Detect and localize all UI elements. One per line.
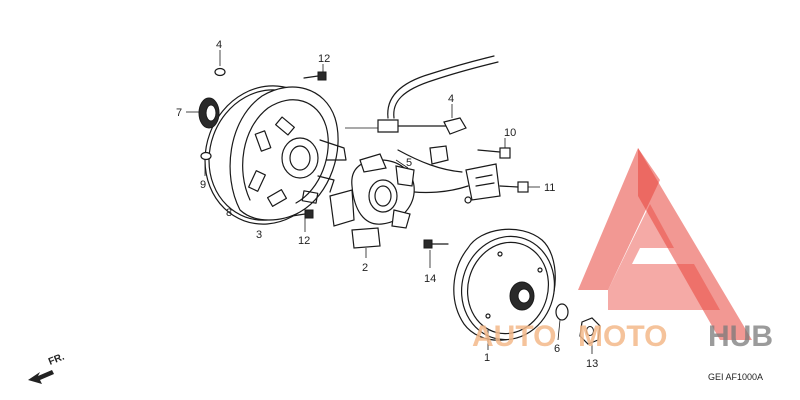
callout-labels: 4 12 7 4 10 5 9 11 8 3 12 2 14 6 1 13 [176, 39, 598, 370]
callout-9-top: 4 [216, 39, 222, 51]
callout-11: 11 [544, 182, 555, 194]
callout-14: 14 [424, 273, 436, 285]
screw-part-10 [477, 138, 511, 159]
bolt-part-12-bottom [291, 209, 314, 232]
stator-part-2 [329, 153, 415, 258]
bracket-part-4 [443, 104, 467, 135]
callout-6: 6 [554, 343, 560, 355]
callout-12-bottom: 12 [298, 235, 310, 247]
callout-2: 2 [362, 262, 368, 274]
callout-5: 5 [406, 157, 412, 169]
callout-3: 3 [256, 229, 262, 241]
watermark-logo [578, 148, 752, 340]
leader-part-5 [395, 159, 409, 169]
wire-harness [345, 55, 499, 194]
callout-10: 10 [504, 127, 516, 139]
washer-part-9-left [200, 151, 212, 176]
bolt-part-11 [499, 181, 540, 193]
callout-12-top: 12 [318, 53, 330, 65]
watermark-hub: HUB [708, 320, 773, 353]
bolt-part-12-top [303, 64, 327, 81]
oil-seal-part-7 [186, 97, 220, 129]
watermark-moto: MOTO [578, 320, 667, 353]
stator-cover-part-3 [229, 86, 347, 221]
washer-part-9-top [214, 50, 226, 77]
callout-4: 4 [448, 93, 454, 105]
front-direction-arrow: FR. [28, 351, 66, 384]
bolt-part-14 [423, 239, 449, 268]
front-label: FR. [47, 351, 66, 367]
callout-13: 13 [586, 358, 598, 370]
callout-9-left: 9 [200, 179, 206, 191]
diagram-code: GEI AF1000A [708, 372, 763, 382]
arrow-icon [28, 370, 54, 384]
washer-part-6 [555, 303, 569, 341]
pulse-generator [429, 145, 501, 204]
callout-7: 7 [176, 107, 182, 119]
flywheel-part-1 [453, 228, 556, 350]
watermark-auto: AUTO [472, 320, 556, 353]
callout-8: 8 [226, 207, 232, 219]
watermark-text: AUTO MOTO HUB [472, 320, 773, 353]
callout-1: 1 [484, 352, 490, 364]
nut-part-13 [579, 317, 601, 354]
